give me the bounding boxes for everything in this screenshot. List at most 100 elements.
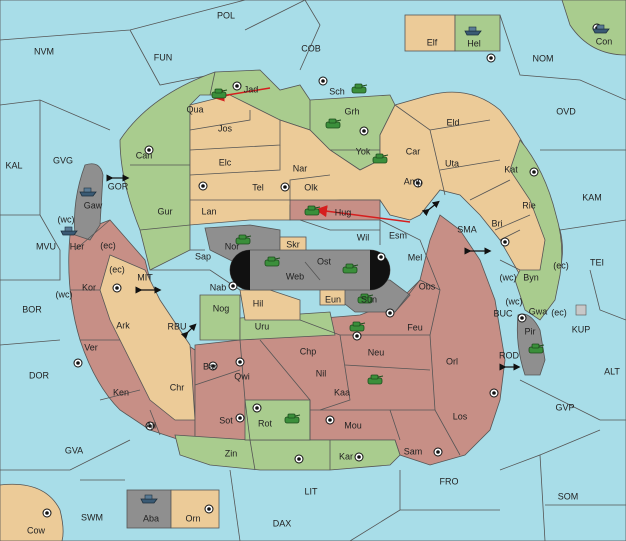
province-label: Rot — [258, 418, 273, 428]
province-label: Car — [406, 146, 421, 156]
sea-label: FUN — [154, 52, 173, 62]
coast-tag: (wc) — [506, 296, 523, 306]
province-pir[interactable] — [516, 313, 546, 376]
sea-label: ALT — [604, 366, 620, 376]
sea-label: NOM — [533, 53, 554, 63]
province-nog[interactable] — [199, 294, 241, 341]
coast-tag: (ec) — [553, 260, 569, 270]
province-borders — [70, 71, 531, 471]
sea-label: DAX — [273, 518, 292, 528]
province-label: Nog — [213, 303, 230, 313]
province-label: Eld — [446, 117, 459, 127]
province-label: Byn — [523, 272, 539, 282]
province-label: Zin — [225, 448, 238, 458]
coast-tag: (wc) — [500, 272, 517, 282]
province-label: Hel — [467, 38, 481, 48]
province-label: Elc — [219, 157, 232, 167]
sea-label: BUC — [493, 308, 513, 318]
province-label: Nil — [316, 368, 327, 378]
coast-tag: (ec) — [109, 264, 125, 274]
province-label: Ail — [146, 420, 156, 430]
kup-marker — [575, 304, 587, 316]
province-label: Bar — [203, 361, 217, 371]
sea-label: SOM — [558, 491, 579, 501]
province-label: Tel — [252, 182, 264, 192]
province-label: Pir — [525, 326, 536, 336]
province-label: Sun — [361, 294, 377, 304]
province-label: Orn — [185, 513, 200, 523]
province-label: Qua — [186, 104, 203, 114]
province-label: Ken — [113, 387, 129, 397]
province-label: Yok — [356, 146, 371, 156]
province-label: Uta — [445, 158, 459, 168]
sea-label: COB — [301, 43, 321, 53]
province-cow[interactable] — [0, 483, 64, 541]
province-label: Kaa — [334, 387, 350, 397]
move-arrow-esm-hug — [315, 205, 411, 223]
province-label: Nab — [210, 282, 227, 292]
province-label: Jad — [244, 84, 259, 94]
province-label: Grh — [344, 106, 359, 116]
province-web-ost[interactable] — [229, 249, 391, 291]
province-label: Elf — [427, 37, 438, 47]
sea-label: SWM — [81, 512, 103, 522]
province-label: Eun — [325, 294, 341, 304]
province-label: Amp — [404, 176, 423, 186]
province-label: Con — [596, 36, 613, 46]
sea-label: TEI — [590, 257, 604, 267]
sea-label: KAM — [582, 192, 602, 202]
sea-label: LIT — [304, 486, 318, 496]
province-label: Ver — [84, 342, 98, 352]
province-label: Can — [136, 150, 153, 160]
province-label: Rie — [522, 200, 536, 210]
sea-label: BOR — [22, 304, 42, 314]
province-label: Aba — [143, 513, 159, 523]
province-label: Kat — [504, 164, 518, 174]
sea-label: FRO — [440, 476, 459, 486]
sea-label: MVU — [36, 241, 56, 251]
province-label: Ark — [116, 320, 130, 330]
coast-tag: (ec) — [551, 307, 567, 317]
sea-label: RBU — [167, 321, 186, 331]
supply-centres — [42, 23, 602, 518]
province-gaw[interactable] — [74, 163, 104, 241]
province-label: Obs — [419, 281, 436, 291]
province-label: Kar — [339, 451, 353, 461]
province-label: Lan — [201, 206, 216, 216]
province-label: Bri — [492, 218, 503, 228]
province-label: Esm — [389, 230, 407, 240]
province-label: Nar — [293, 163, 308, 173]
province-label: Sch — [329, 86, 345, 96]
province-label: Feu — [407, 322, 423, 332]
province-label: Jos — [218, 123, 233, 133]
province-label: Sap — [195, 251, 211, 261]
region-green-e — [509, 139, 563, 321]
sea-connectors — [106, 174, 521, 371]
province-label: Mou — [344, 420, 362, 430]
province-label: Cow — [27, 525, 46, 535]
province-label: Web — [286, 271, 304, 281]
province-labels: Jad Qua Sch Jos Grh Eld Can Yok Car Uta … — [27, 36, 612, 535]
sea-label: SMA — [457, 224, 477, 234]
sea-label: DOR — [29, 370, 50, 380]
sea-label: OVD — [556, 106, 576, 116]
sea-label: GVG — [53, 155, 73, 165]
province-label: Sot — [219, 415, 233, 425]
province-label: Skr — [286, 239, 300, 249]
province-label: Ost — [317, 256, 332, 266]
coast-tag: (ec) — [100, 240, 116, 250]
coast-tags: (wc) (ec) (ec) (wc) (wc) (ec) (ec) (wc) — [56, 214, 569, 317]
province-label: Gur — [157, 206, 172, 216]
sea-label: KUP — [572, 324, 591, 334]
province-label: Orl — [446, 356, 458, 366]
sea-label: ROD — [499, 350, 520, 360]
province-label: Neu — [368, 347, 385, 357]
sea-label: MIT — [137, 272, 153, 282]
sea-labels: POL NVM FUN COB NOM OVD KAL GVG KAM TEI … — [5, 10, 620, 528]
province-label: Chr — [170, 382, 185, 392]
sea-label: GVA — [65, 445, 83, 455]
sea-label: POL — [217, 10, 235, 20]
province-label: Nor — [225, 241, 240, 251]
